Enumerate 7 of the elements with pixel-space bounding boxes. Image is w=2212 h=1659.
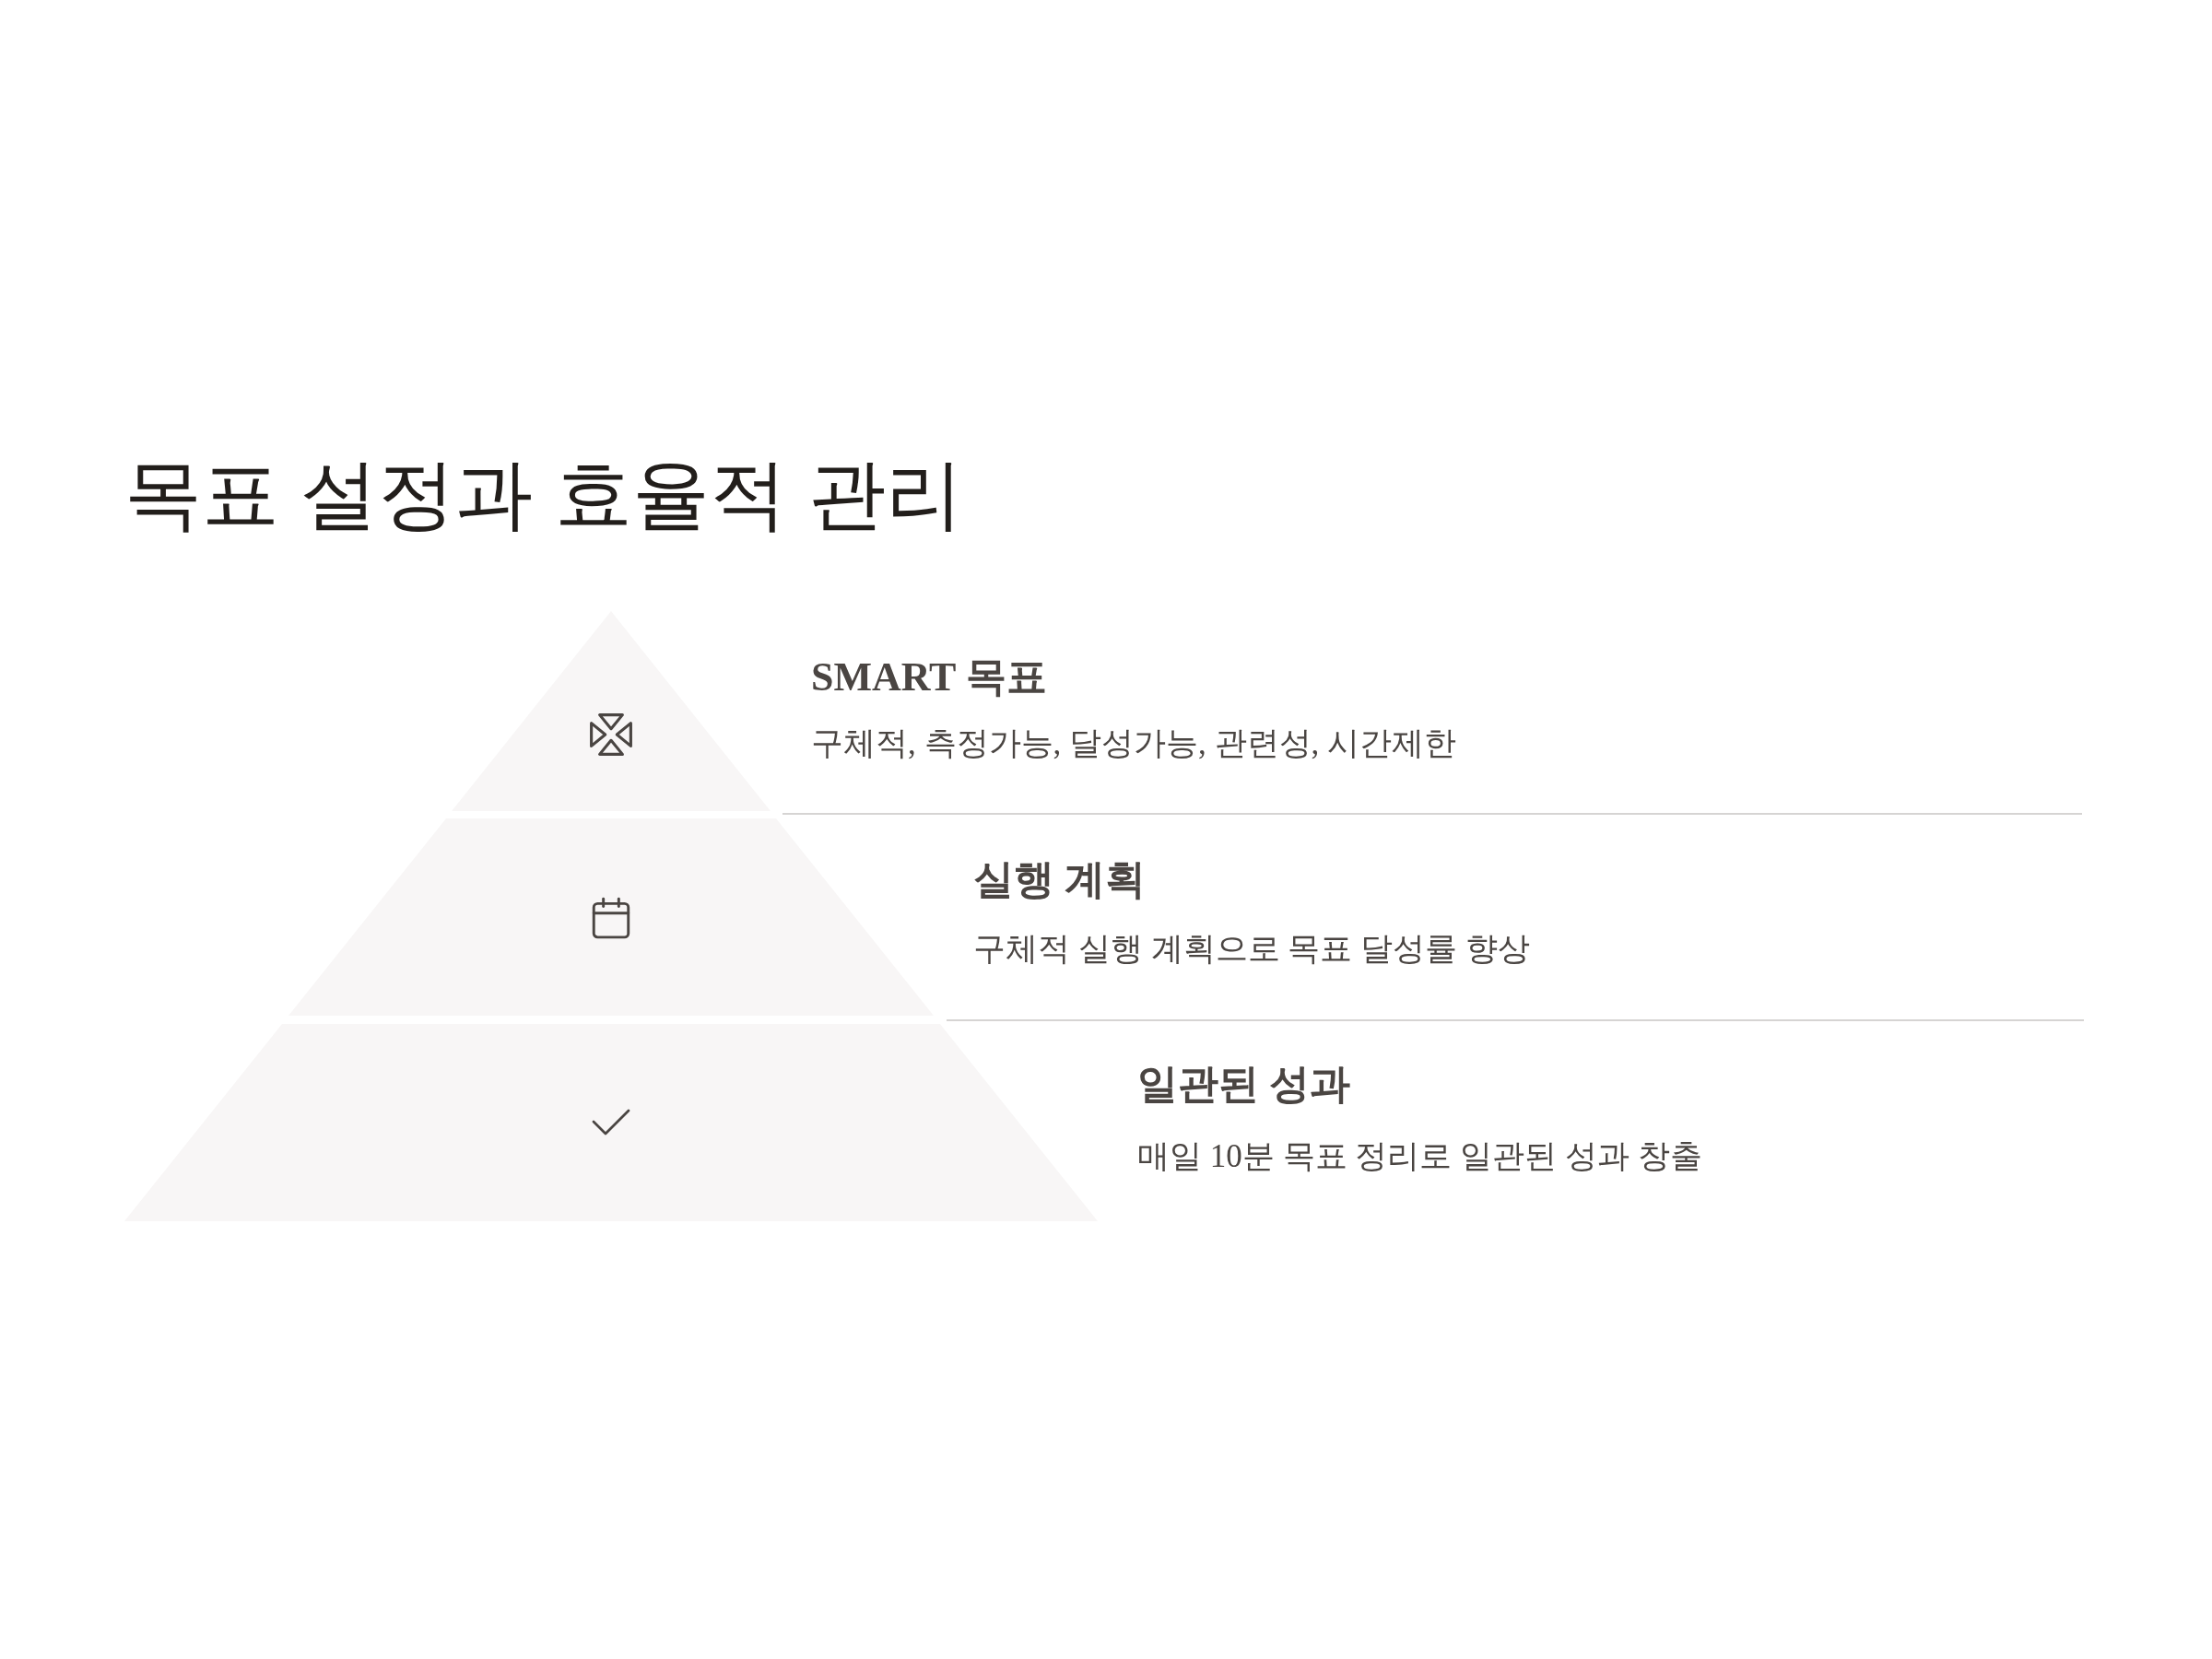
tier-description: 구체적, 측정가능, 달성가능, 관련성, 시간제한 <box>811 724 1456 763</box>
tier-description: 매일 10분 목표 정리로 일관된 성과 창출 <box>1137 1137 1702 1176</box>
tier-description: 구체적 실행 계획으로 목표 달성률 향상 <box>973 930 1530 969</box>
tier-heading: SMART 목표 <box>811 653 1047 701</box>
tier-heading: 일관된 성과 <box>1137 1060 1350 1109</box>
title: 목표 설정과 효율적 관리 <box>124 450 963 539</box>
tier-heading: 실행 계획 <box>973 855 1146 904</box>
